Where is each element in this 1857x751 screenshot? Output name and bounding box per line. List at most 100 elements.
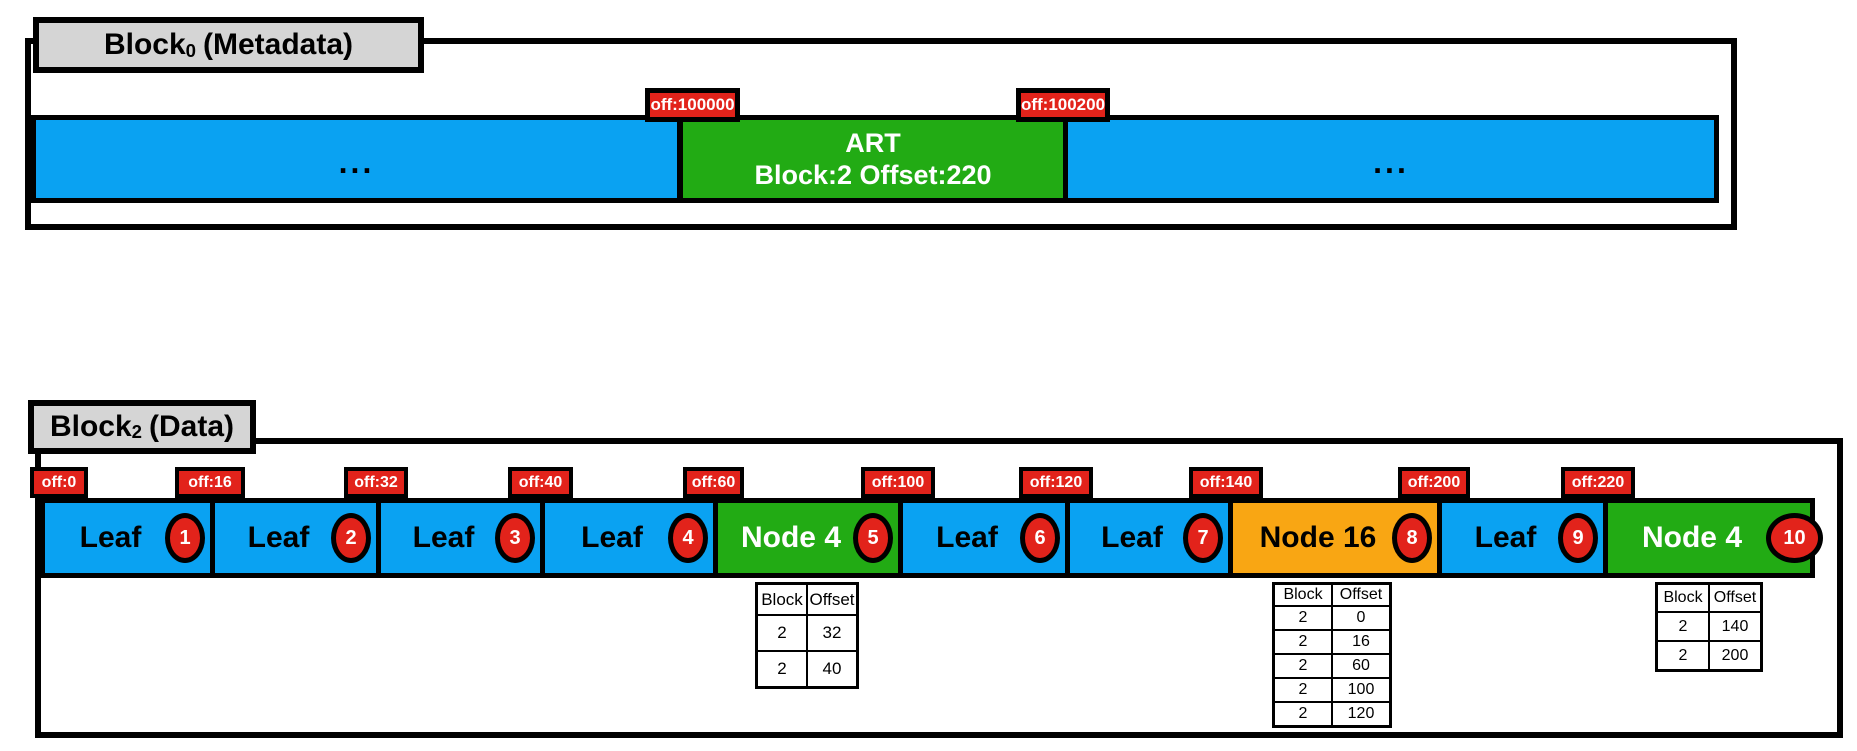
table-cell: 2 [1272, 677, 1333, 703]
offset-label: off:32 [344, 467, 408, 498]
segment-leaf-2: Leaf 2 [210, 498, 381, 578]
segment-node4-10: Node 4 10 [1603, 498, 1823, 578]
table-cell: 2 [1272, 605, 1333, 631]
art-title: ART [845, 128, 901, 158]
block0-ellipsis-left: ... [338, 143, 375, 180]
offset-label-text: off:32 [354, 473, 398, 491]
segment-badge: 2 [331, 513, 371, 563]
table-cell: 0 [1331, 605, 1392, 631]
block2-title-rest: (Data) [149, 410, 235, 443]
table-cell: 2 [755, 614, 808, 652]
offset-label-text: off:140 [1199, 473, 1253, 491]
offset-label-text: off:60 [691, 473, 736, 491]
block0-segment-art: ART Block:2 Offset:220 [678, 115, 1068, 203]
block2-title-subscript: 2 [131, 421, 143, 442]
segment-leaf-3: Leaf 3 [376, 498, 545, 578]
segment-label: Leaf [247, 521, 310, 554]
offset-label-text: off:100 [871, 473, 925, 491]
table-row: 2 140 [1655, 611, 1763, 642]
segment-badge: 5 [853, 513, 893, 563]
segment-label: Leaf [936, 521, 998, 554]
offset-label-text: off:100000 [650, 95, 735, 114]
block0-title-rest: (Metadata) [203, 28, 354, 61]
segment-label: Node 16 [1259, 521, 1377, 554]
segment-leaf-7: Leaf 7 [1065, 498, 1233, 578]
table-row: 2 0 [1272, 605, 1392, 631]
offset-label: off:0 [30, 467, 88, 498]
segment-badge: 8 [1392, 513, 1432, 563]
table-cell: 2 [1272, 701, 1333, 728]
segment-label: Leaf [1101, 521, 1163, 554]
offset-label: off:40 [508, 467, 573, 498]
table-cell: 2 [1272, 629, 1333, 655]
segment-label: Node 4 [1641, 521, 1743, 554]
segment-node4-5: Node 4 5 [713, 498, 903, 578]
segment-badge: 9 [1558, 513, 1598, 563]
node4-5-table: Block Offset 2 32 2 40 [755, 582, 859, 689]
segment-label: Leaf [412, 521, 475, 554]
block2-outline [35, 438, 1843, 738]
segment-node16-8: Node 16 8 [1228, 498, 1442, 578]
offset-label: off:100 [861, 467, 935, 498]
segment-label: Leaf [581, 521, 643, 554]
segment-badge: 3 [495, 513, 535, 563]
table-cell: 60 [1331, 653, 1392, 679]
block0-title-subscript: 0 [185, 40, 197, 61]
segment-label: Node 4 [740, 521, 842, 554]
table-cell: 200 [1708, 640, 1763, 672]
segment-label: Leaf [1474, 521, 1537, 554]
block0-ellipsis-right: ... [1373, 143, 1409, 180]
table-row: 2 32 [755, 614, 859, 652]
table-cell: 120 [1331, 701, 1392, 728]
segment-badge: 7 [1183, 513, 1223, 563]
segment-leaf-4: Leaf 4 [540, 498, 718, 578]
offset-label: off:100000 [645, 88, 740, 122]
node4-10-table: Block Offset 2 140 2 200 [1655, 582, 1763, 672]
block0-outline [25, 38, 1737, 230]
offset-label-text: off:16 [188, 473, 232, 491]
table-row: 2 100 [1272, 677, 1392, 703]
offset-label: off:120 [1019, 467, 1093, 498]
table-row: 2 16 [1272, 629, 1392, 655]
segment-badge: 10 [1766, 513, 1823, 563]
table-cell: 2 [755, 650, 808, 689]
segment-badge: 4 [668, 513, 708, 563]
segment-leaf-6: Leaf 6 [898, 498, 1070, 578]
table-row: 2 60 [1272, 653, 1392, 679]
art-pointer: Block:2 Offset:220 [754, 160, 992, 190]
table-header-block: Block [755, 582, 808, 616]
segment-label: Leaf [79, 521, 142, 554]
table-header-offset: Offset [1708, 582, 1763, 613]
node16-8-table: Block Offset 2 0 2 16 2 60 2 100 2 120 [1272, 582, 1392, 728]
block0-segment-right: ... [1063, 115, 1719, 203]
offset-label-text: off:0 [41, 473, 77, 491]
table-cell: 2 [1272, 653, 1333, 679]
table-cell: 100 [1331, 677, 1392, 703]
table-header-block: Block [1272, 582, 1333, 607]
table-header-offset: Offset [806, 582, 859, 616]
segment-leaf-9: Leaf 9 [1437, 498, 1608, 578]
offset-label-text: off:40 [518, 473, 563, 491]
table-cell: 2 [1655, 611, 1710, 642]
offset-label: off:16 [175, 467, 245, 498]
block0-segment-left: ... [31, 115, 682, 203]
table-header-offset: Offset [1331, 582, 1392, 607]
offset-label-text: off:120 [1029, 473, 1083, 491]
segment-badge: 6 [1020, 513, 1060, 563]
table-row: 2 40 [755, 650, 859, 689]
segment-leaf-1: Leaf 1 [40, 498, 215, 578]
block0-title-main: Block [103, 28, 186, 61]
offset-label: off:140 [1189, 467, 1263, 498]
block2-title-main: Block [49, 410, 132, 443]
offset-label: off:60 [683, 467, 744, 498]
segment-badge: 1 [165, 513, 205, 563]
table-cell: 140 [1708, 611, 1763, 642]
table-row: 2 120 [1272, 701, 1392, 728]
table-cell: 32 [806, 614, 859, 652]
table-header-block: Block [1655, 582, 1710, 613]
table-cell: 2 [1655, 640, 1710, 672]
table-cell: 40 [806, 650, 859, 689]
